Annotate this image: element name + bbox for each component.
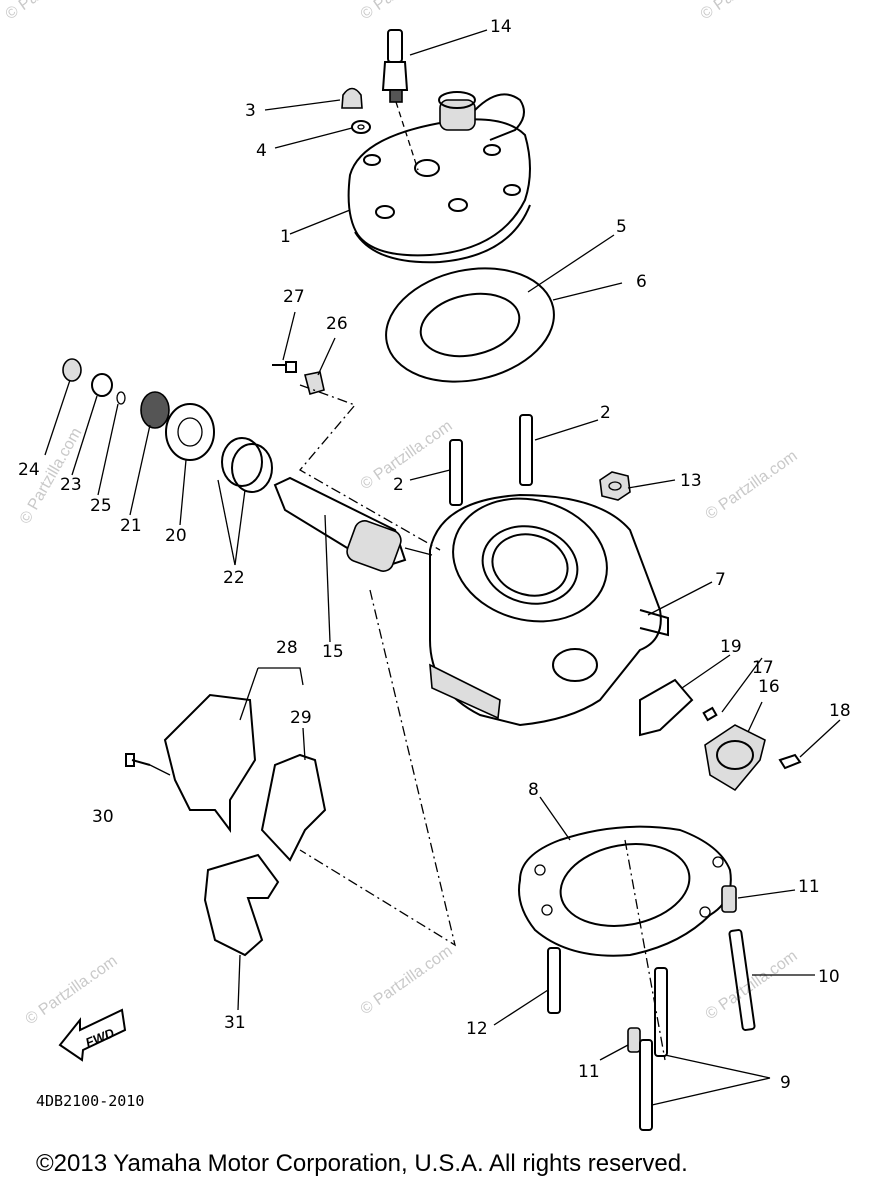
callout-17: 17	[752, 658, 774, 678]
lower-studs-illustration	[547, 885, 756, 1131]
callout-labels: 1 2 2 3 4 5 6 7 8 9 10 11 11 12 13 14 15…	[18, 17, 851, 1093]
callout-28: 28	[276, 638, 298, 658]
callout-26: 26	[326, 314, 348, 334]
watermark: © Partzilla.com	[358, 0, 456, 23]
watermark: © Partzilla.com	[698, 0, 796, 23]
callout-14: 14	[490, 17, 512, 37]
callout-4: 4	[256, 141, 267, 161]
callout-13: 13	[680, 471, 702, 491]
callout-23: 23	[60, 475, 82, 495]
callout-9: 9	[780, 1073, 791, 1093]
callout-2: 2	[600, 403, 611, 423]
valve-parts-illustration	[62, 358, 273, 493]
fwd-arrow: FWD	[58, 1008, 127, 1062]
callout-27: 27	[283, 287, 305, 307]
flange-nut-illustration	[599, 471, 631, 501]
fwd-label: FWD	[83, 1025, 117, 1050]
watermark: © Partzilla.com	[358, 418, 456, 494]
callout-12: 12	[466, 1019, 488, 1039]
valve-cover-illustration	[639, 678, 802, 792]
callout-30: 30	[92, 807, 114, 827]
copyright-notice: ©2013 Yamaha Motor Corporation, U.S.A. A…	[36, 1150, 688, 1177]
leader-lines	[44, 29, 841, 1106]
callout-18: 18	[829, 701, 851, 721]
cylinder-head-illustration	[347, 91, 531, 264]
spark-plug-illustration	[381, 29, 419, 171]
callout-15: 15	[322, 642, 344, 662]
watermark-group: © Partzilla.com © Partzilla.com © Partzi…	[3, 0, 801, 1028]
base-gasket-illustration	[518, 825, 732, 957]
cap-nut-illustration	[341, 87, 371, 134]
callout-25: 25	[90, 496, 112, 516]
watermark: © Partzilla.com	[358, 943, 456, 1019]
callout-24: 24	[18, 460, 40, 480]
head-gasket-illustration	[385, 267, 555, 383]
callout-8: 8	[528, 780, 539, 800]
cylinder-illustration	[429, 493, 669, 727]
watermark: © Partzilla.com	[3, 0, 101, 23]
callout-11: 11	[578, 1062, 600, 1082]
callout-5: 5	[616, 217, 627, 237]
stud-bolts-illustration	[449, 414, 533, 506]
drawing-code: 4DB2100-2010	[36, 1092, 145, 1110]
watermark: © Partzilla.com	[703, 448, 801, 524]
callout-11: 11	[798, 877, 820, 897]
exhaust-cover-illustration	[125, 693, 327, 957]
callout-21: 21	[120, 516, 142, 536]
callout-7: 7	[715, 570, 726, 590]
power-valve-illustration	[273, 476, 433, 572]
callout-19: 19	[720, 637, 742, 657]
assembly-lines	[298, 384, 666, 1061]
callout-29: 29	[290, 708, 312, 728]
callout-3: 3	[245, 101, 256, 121]
callout-22: 22	[223, 568, 245, 588]
callout-16: 16	[758, 677, 780, 697]
callout-6: 6	[636, 272, 647, 292]
callout-20: 20	[165, 526, 187, 546]
bracket-bolt-illustration	[272, 361, 325, 395]
callout-31: 31	[224, 1013, 246, 1033]
callout-1: 1	[280, 227, 291, 247]
callout-10: 10	[818, 967, 840, 987]
callout-2: 2	[393, 475, 404, 495]
